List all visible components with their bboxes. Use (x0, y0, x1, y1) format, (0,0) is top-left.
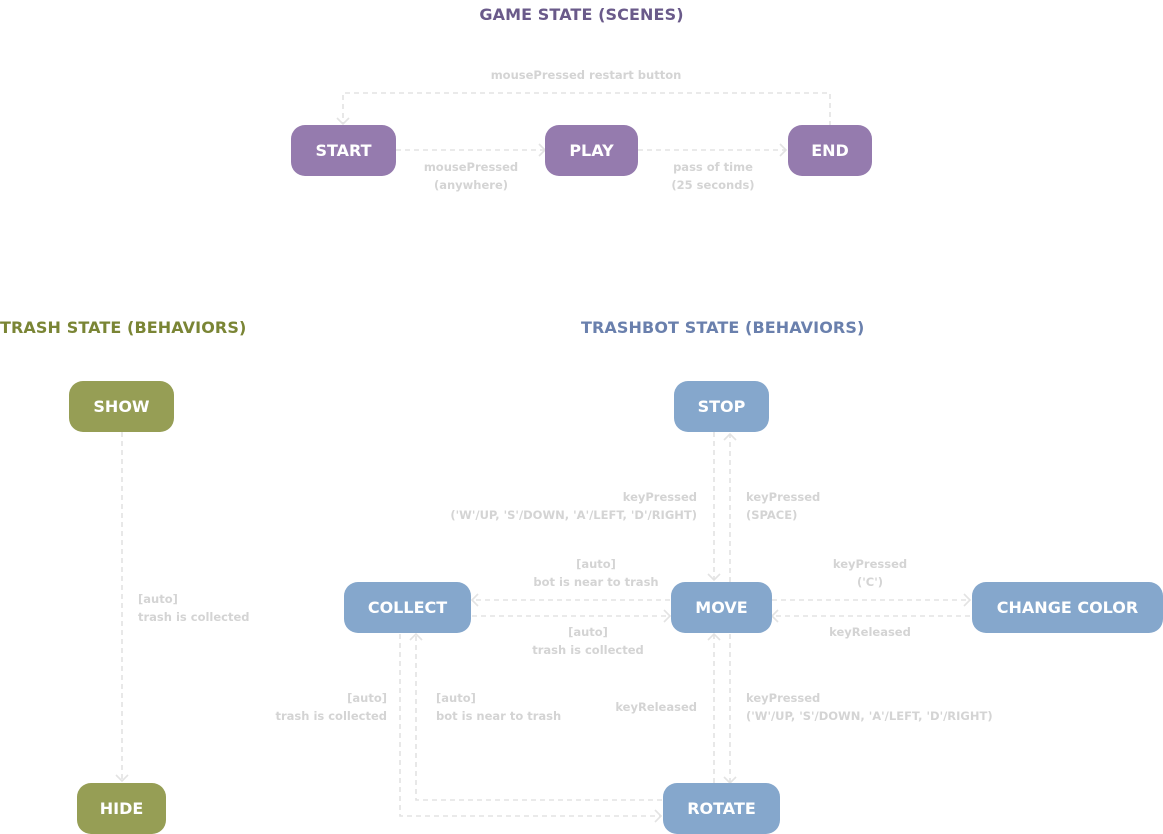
label-move-rotate: keyPressed ('W'/UP, 'S'/DOWN, 'A'/LEFT, … (746, 691, 993, 723)
arrowhead (723, 432, 737, 441)
node-start[interactable]: START (291, 125, 396, 176)
arrowhead (963, 593, 972, 607)
label-collect-rotate: [auto] trash is collected (275, 691, 387, 723)
edge-end-start (342, 92, 831, 126)
node-rotate[interactable]: ROTATE (663, 783, 780, 834)
node-collect[interactable]: COLLECT (344, 582, 471, 633)
arrowhead (663, 609, 672, 623)
node-move[interactable]: MOVE (671, 582, 772, 633)
edge-collect-rotate (399, 634, 661, 817)
node-stop[interactable]: STOP (674, 381, 769, 432)
label-move-stop: keyPressed (SPACE) (746, 490, 821, 522)
label-move-collect: [auto] bot is near to trash (533, 557, 659, 589)
node-play[interactable]: PLAY (545, 125, 638, 176)
trash-state-title: TRASH STATE (BEHAVIORS) (0, 318, 247, 337)
arrowhead (707, 632, 721, 641)
label-change-color-move: keyReleased (829, 625, 911, 639)
arrowhead (470, 593, 479, 607)
label-stop-move: keyPressed ('W'/UP, 'S'/DOWN, 'A'/LEFT, … (450, 490, 697, 522)
edge-rotate-collect (415, 634, 662, 801)
arrowhead (779, 143, 788, 157)
trashbot-state-title: TRASHBOT STATE (BEHAVIORS) (581, 318, 865, 337)
label-show-hide: [auto] trash is collected (138, 592, 250, 624)
node-change-color[interactable]: CHANGE COLOR (972, 582, 1163, 633)
node-end[interactable]: END (788, 125, 872, 176)
arrowhead (115, 774, 129, 783)
label-rotate-move: keyReleased (615, 700, 697, 714)
arrowhead (336, 117, 350, 126)
label-rotate-collect: [auto] bot is near to trash (436, 691, 562, 723)
arrowhead (409, 632, 423, 641)
label-start-play: mousePressed (anywhere) (423, 160, 519, 192)
node-hide[interactable]: HIDE (77, 783, 166, 834)
arrowhead (770, 609, 779, 623)
arrowhead (654, 809, 663, 823)
game-state-title: GAME STATE (SCENES) (479, 5, 684, 24)
label-play-end: pass of time (25 seconds) (671, 160, 755, 192)
node-show[interactable]: SHOW (69, 381, 174, 432)
arrowhead (707, 573, 721, 582)
label-move-change-color: keyPressed ('C') (832, 557, 908, 589)
label-collect-move: [auto] trash is collected (532, 625, 644, 657)
label-restart: mousePressed restart button (490, 68, 682, 82)
